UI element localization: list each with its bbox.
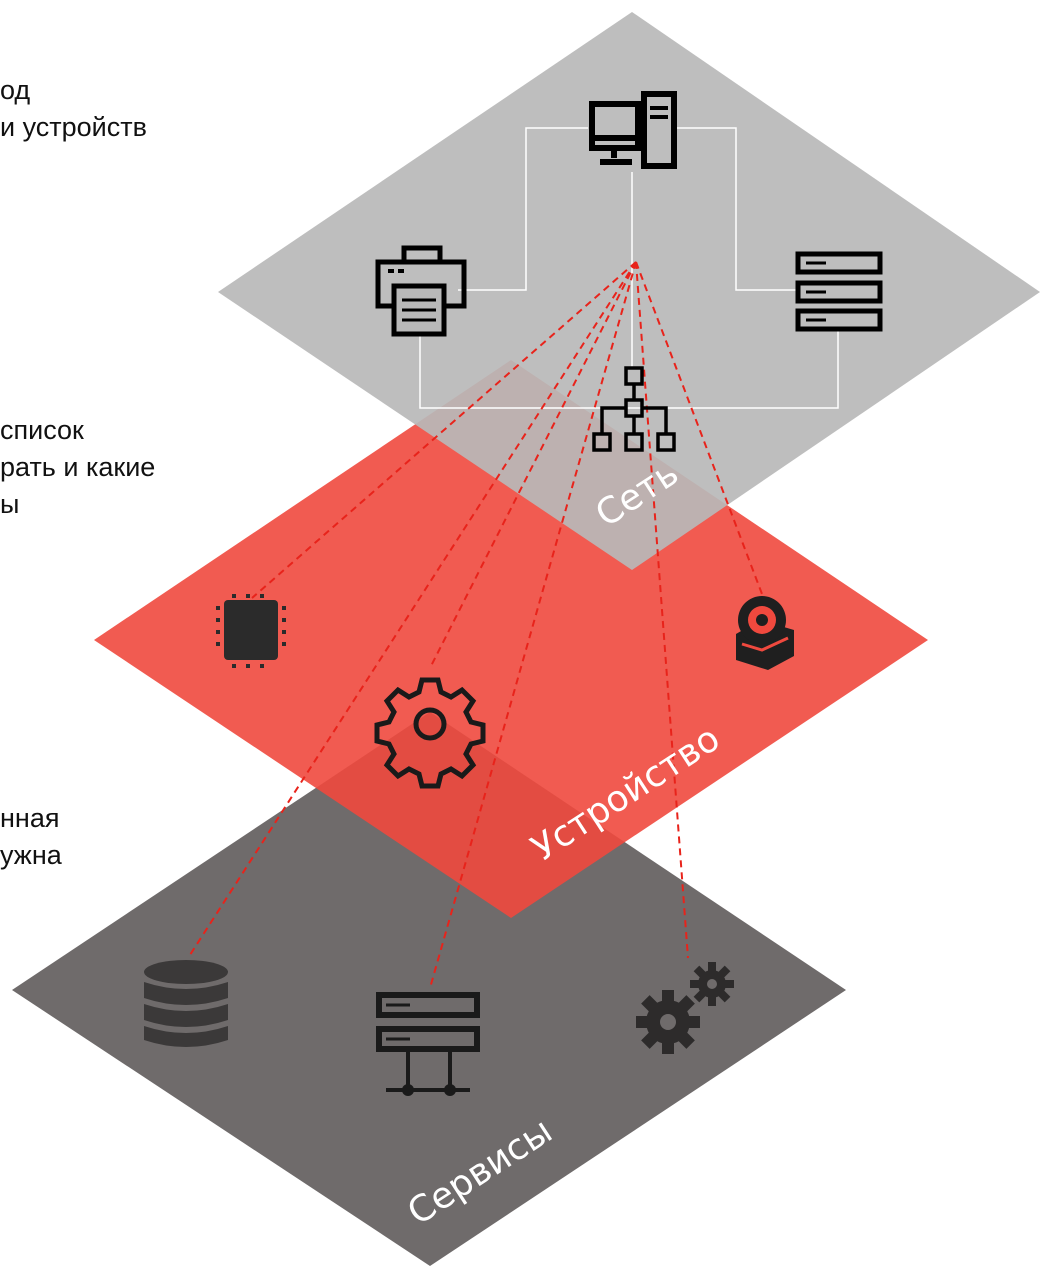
computer-icon [589, 91, 677, 169]
gear-icon [374, 677, 486, 789]
network-layer [218, 12, 1040, 570]
text-line: нная [0, 803, 60, 833]
text-line: ы [0, 489, 20, 519]
text-line: од [0, 75, 31, 105]
server-rack-icon [795, 251, 883, 332]
network-wiring [419, 127, 839, 409]
services-layer [12, 712, 846, 1266]
text-block-3: нная ужна [0, 800, 62, 874]
disk-drive-icon [736, 596, 794, 670]
text-line: ужна [0, 840, 62, 870]
printer-icon [375, 245, 467, 337]
text-line: рать и какие [0, 452, 156, 482]
gears-icon [636, 962, 734, 1054]
text-line: и устройств [0, 112, 147, 142]
network-hierarchy-icon [592, 366, 676, 452]
network-server-icon [376, 992, 480, 1096]
text-block-2: список рать и какие ы [0, 412, 155, 523]
database-icon [144, 960, 228, 1047]
text-line: список [0, 415, 84, 445]
text-block-1: од и устройств [0, 72, 147, 146]
dashed-connectors [187, 261, 763, 989]
chip-icon [216, 594, 286, 668]
